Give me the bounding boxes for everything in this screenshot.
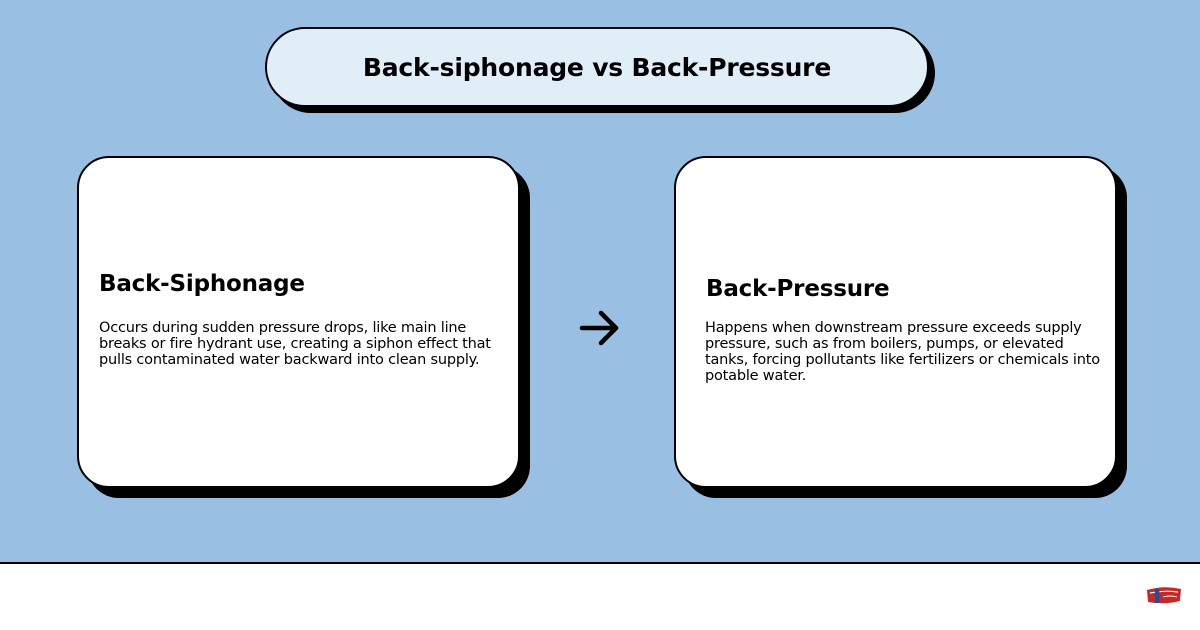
back-siphonage-heading: Back-Siphonage [99,271,305,297]
back-pressure-card: Back-Pressure Happens when downstream pr… [674,156,1117,488]
arrow-right-icon [579,310,619,346]
diagram-canvas: Back-siphonage vs Back-Pressure Back-Sip… [0,0,1200,564]
back-siphonage-card: Back-Siphonage Occurs during sudden pres… [77,156,520,488]
title-banner: Back-siphonage vs Back-Pressure [265,27,929,107]
diagram-title: Back-siphonage vs Back-Pressure [362,52,832,82]
company-logo-icon [1147,587,1181,604]
back-pressure-description: Happens when downstream pressure exceeds… [705,320,1100,384]
back-pressure-heading: Back-Pressure [706,276,890,302]
back-siphonage-description: Occurs during sudden pressure drops, lik… [99,320,491,368]
